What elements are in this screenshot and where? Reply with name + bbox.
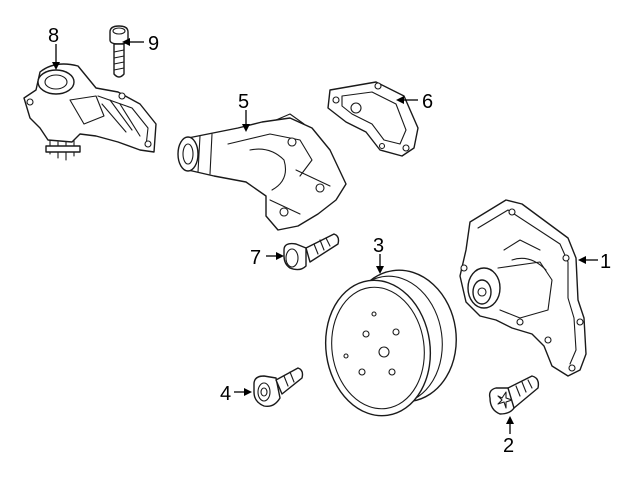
callout-2: 2 (503, 435, 514, 457)
callout-4: 4 (220, 383, 231, 405)
part-5-coolant-pipe[interactable] (177, 113, 347, 231)
part-6-gasket[interactable] (327, 81, 419, 157)
part-4-bolt[interactable] (253, 367, 304, 408)
leader-6 (396, 96, 418, 104)
part-1-water-pump[interactable] (459, 199, 587, 377)
leader-5 (242, 110, 250, 132)
leader-2 (506, 416, 514, 434)
part-3-pulley[interactable] (317, 263, 465, 422)
callout-5: 5 (238, 91, 249, 113)
leader-4 (234, 388, 252, 396)
leader-1 (578, 256, 598, 264)
part-9-bolt[interactable] (109, 25, 129, 78)
leader-8 (52, 44, 60, 70)
callout-6: 6 (422, 91, 433, 113)
callout-7: 7 (250, 247, 261, 269)
part-8-thermostat-housing[interactable] (23, 63, 157, 161)
callout-3: 3 (373, 235, 384, 257)
callout-1: 1 (600, 251, 611, 273)
callout-8: 8 (48, 25, 59, 47)
part-2-torx-bolt[interactable] (488, 375, 540, 415)
leader-9 (122, 38, 144, 46)
leader-7 (266, 252, 284, 260)
leader-3 (376, 254, 384, 274)
callout-9: 9 (148, 33, 159, 55)
part-7-bolt[interactable] (283, 233, 340, 271)
